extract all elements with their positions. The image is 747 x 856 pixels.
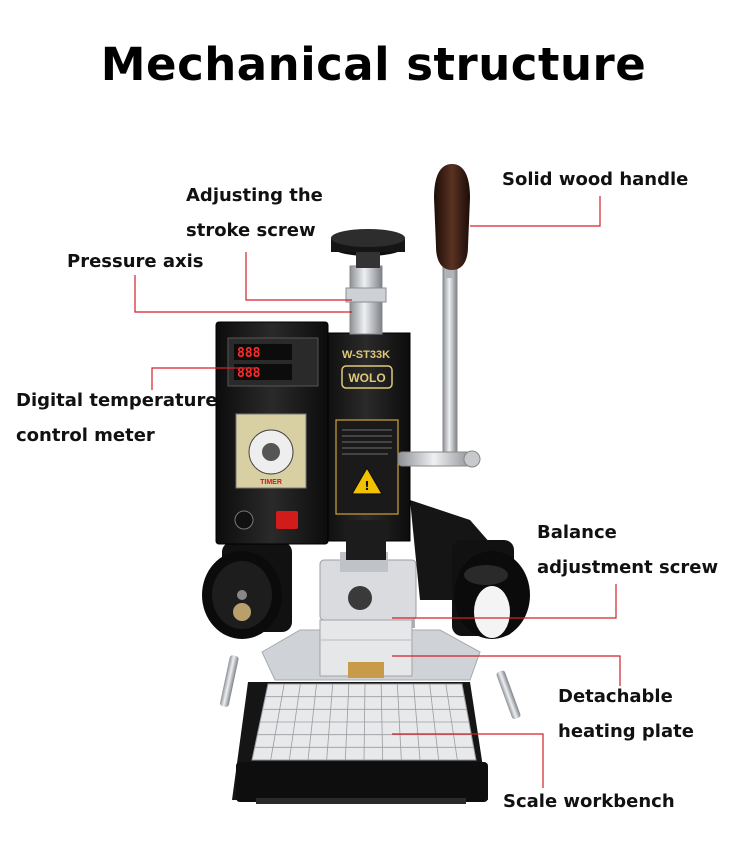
leader-wood-handle — [470, 196, 601, 227]
model-label: W-ST33K — [342, 349, 390, 361]
heating-plate — [319, 619, 413, 678]
svg-text:888: 888 — [237, 366, 261, 381]
leader-stroke-screw — [245, 252, 352, 301]
leader-workbench — [392, 733, 544, 788]
balance-screw-label: Balance adjustment screw — [537, 522, 719, 578]
lever-arm — [397, 261, 481, 468]
leader-digital-meter — [151, 367, 258, 390]
timer-label: TIMER — [260, 479, 282, 486]
pressure-axis-label: Pressure axis — [67, 251, 204, 272]
heating-plate-label: Detachable heating plate — [558, 686, 694, 742]
wood-handle-label: Solid wood handle — [502, 169, 689, 190]
warning-sticker: ! — [350, 466, 384, 495]
leader-balance-screw — [392, 584, 617, 619]
page-title: Mechanical structure — [100, 38, 647, 91]
leader-pressure-axis — [134, 275, 352, 313]
balance-mechanism — [319, 552, 417, 628]
guide-rods — [220, 655, 521, 720]
stroke-screw-knob — [331, 229, 405, 268]
temperature-display: 888 888 — [237, 346, 261, 381]
svg-text:888: 888 — [237, 346, 261, 361]
brand-label: WOLO — [348, 371, 385, 385]
press-body: W-ST33K WOLO ! — [321, 332, 411, 560]
stroke-screw-label: Adjusting the stroke screw — [186, 185, 323, 241]
leader-heating-plate — [392, 655, 621, 686]
digital-meter-label: Digital temperature control meter — [16, 390, 218, 446]
right-foil-roller — [452, 540, 530, 639]
temperature-controller: 888 888 TIMER — [215, 321, 329, 545]
leader-lines — [134, 196, 621, 788]
left-foil-roller — [202, 542, 292, 639]
workbench-label: Scale workbench — [503, 791, 675, 812]
pressure-axis — [345, 265, 387, 335]
scale-workbench — [251, 683, 477, 761]
svg-text:!: ! — [364, 479, 369, 493]
wood-handle — [434, 164, 470, 270]
